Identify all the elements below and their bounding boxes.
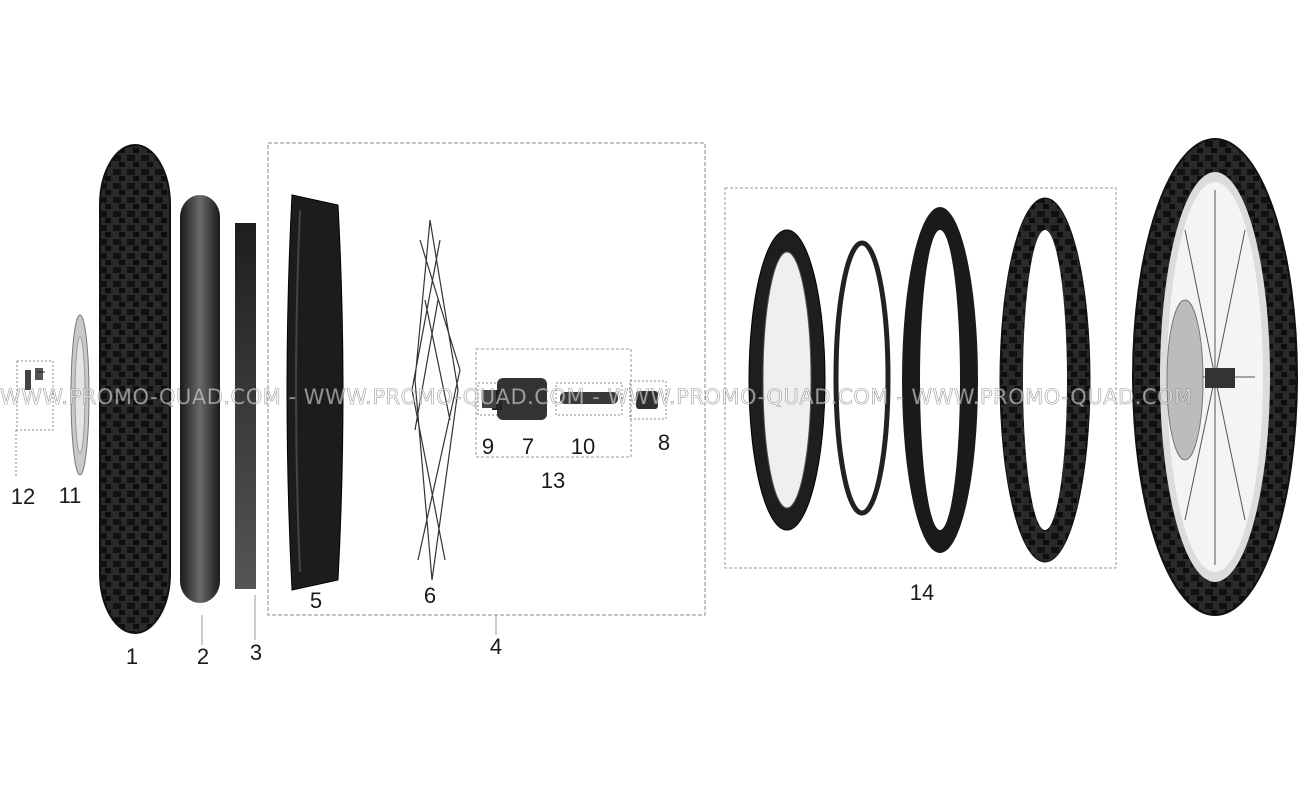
seal-part-8 — [636, 391, 658, 409]
callout-10: 10 — [570, 434, 596, 459]
callout-5: 5 — [309, 588, 323, 613]
spacer-part-10 — [560, 392, 618, 404]
wheel-box-14 — [724, 187, 1117, 569]
wheel-assembly-part-14 — [748, 197, 1091, 563]
callout-12: 12 — [10, 484, 36, 509]
rim-strip-part-3 — [235, 223, 256, 589]
seal-box-8 — [629, 380, 667, 420]
spacer-box-10 — [555, 382, 623, 416]
callout-14: 14 — [909, 580, 935, 605]
rim-part-5 — [286, 194, 344, 591]
hub-part-7 — [492, 378, 547, 420]
callout-6: 6 — [423, 583, 437, 608]
callout-13: 13 — [540, 468, 566, 493]
callout-3: 3 — [249, 640, 263, 665]
callout-4: 4 — [489, 634, 503, 659]
hub-box-13 — [475, 348, 632, 458]
complete-wheel — [1132, 138, 1298, 616]
callout-1: 1 — [125, 644, 139, 669]
inner-tube-part-2 — [180, 195, 220, 603]
assembly-box-4 — [267, 142, 706, 616]
valve-box-12 — [16, 360, 54, 431]
tire-part-1 — [99, 144, 171, 634]
bearing-part-9 — [482, 390, 496, 408]
callout-8: 8 — [657, 430, 671, 455]
callout-11: 11 — [58, 483, 82, 508]
valve-part-12 — [25, 368, 45, 390]
callout-2: 2 — [196, 644, 210, 669]
callout-9: 9 — [481, 434, 495, 459]
brake-disc-part-11 — [70, 314, 90, 476]
callout-7: 7 — [521, 434, 535, 459]
spokes-part-6 — [411, 219, 461, 581]
